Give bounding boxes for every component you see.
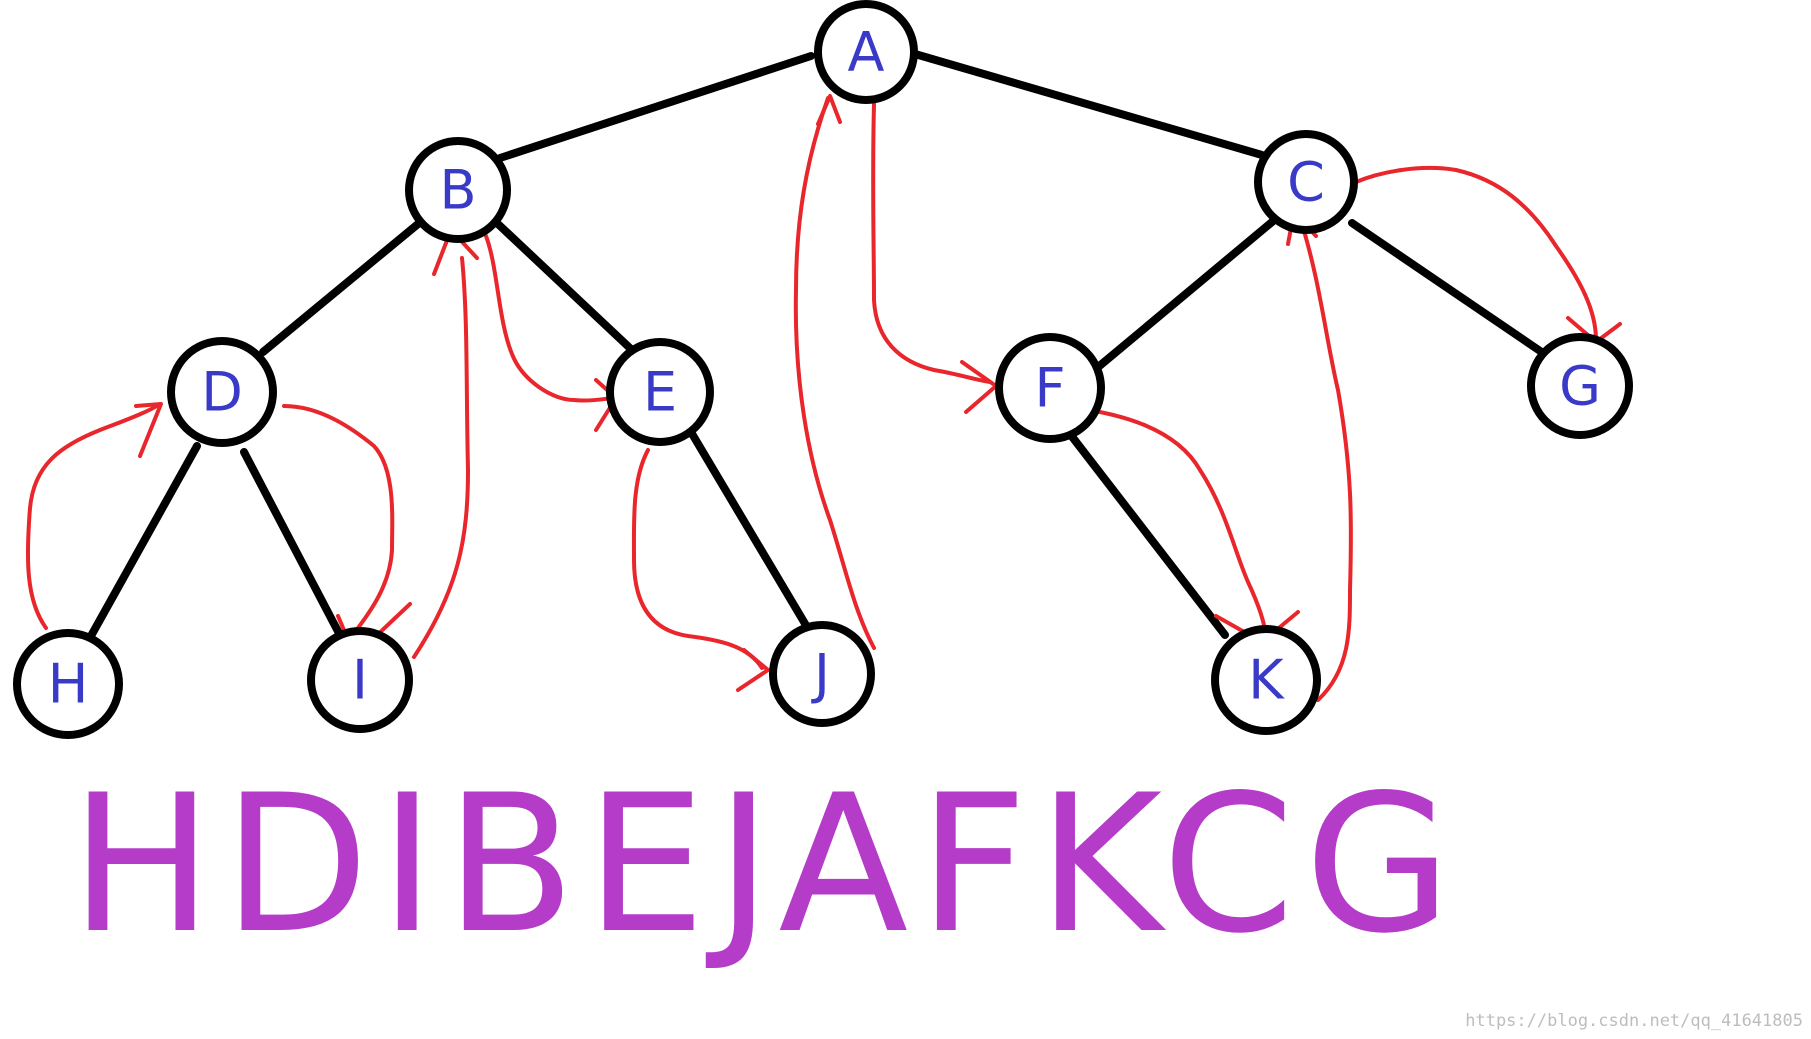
arrow-head-j-to-a [816, 94, 842, 126]
node-label-g: G [1559, 355, 1601, 418]
arrow-j-to-a [793, 96, 876, 650]
edge-d-h [87, 442, 201, 640]
tree-nodes: A B C D E F G H [13, 0, 1633, 739]
edge-b-e [494, 220, 636, 354]
edge-d-i [240, 448, 346, 643]
arrow-h-to-d [25, 402, 162, 630]
node-label-a: A [848, 21, 885, 84]
node-label-d: D [201, 361, 243, 424]
arrow-c-to-g [1354, 165, 1598, 342]
arrow-a-to-f [871, 102, 992, 384]
node-j: J [769, 621, 875, 727]
arrow-f-to-k [1074, 406, 1268, 642]
edge-f-k [1066, 430, 1229, 639]
node-label-c: C [1287, 151, 1325, 214]
node-label-b: B [439, 159, 476, 222]
tree-edges [87, 50, 1550, 643]
arrow-i-to-b [412, 256, 470, 659]
edge-b-d [259, 220, 422, 356]
node-k: K [1211, 625, 1321, 735]
arrow-b-to-e [484, 234, 616, 403]
node-label-e: E [643, 361, 677, 424]
traversal-sequence: HDIBEJAFKCG [70, 754, 1462, 975]
arrow-head-h-to-d [134, 402, 163, 458]
node-h: H [13, 629, 123, 739]
node-label-i: I [352, 649, 368, 712]
node-label-j: J [811, 643, 830, 706]
node-label-h: H [48, 653, 89, 716]
arrow-k-to-c [1298, 216, 1353, 702]
node-c: C [1254, 130, 1358, 234]
node-f: F [995, 333, 1105, 443]
arrow-d-to-i [282, 404, 395, 638]
arrow-head-a-to-f [960, 360, 998, 414]
node-a: A [814, 0, 918, 104]
node-label-f: F [1034, 357, 1065, 420]
node-g: G [1527, 333, 1633, 439]
watermark-url: https://blog.csdn.net/qq_41641805 [1465, 1011, 1803, 1031]
edge-c-f [1093, 213, 1282, 372]
node-i: I [307, 627, 413, 733]
edge-a-c [911, 50, 1266, 159]
node-d: D [167, 337, 277, 447]
edge-c-g [1348, 219, 1550, 359]
node-label-k: K [1248, 649, 1285, 712]
arrow-e-to-j [631, 448, 764, 670]
arrow-head-e-to-j [736, 648, 770, 692]
edge-a-b [496, 52, 815, 162]
node-b: B [405, 137, 511, 243]
node-e: E [606, 338, 714, 446]
edge-e-j [687, 428, 811, 631]
